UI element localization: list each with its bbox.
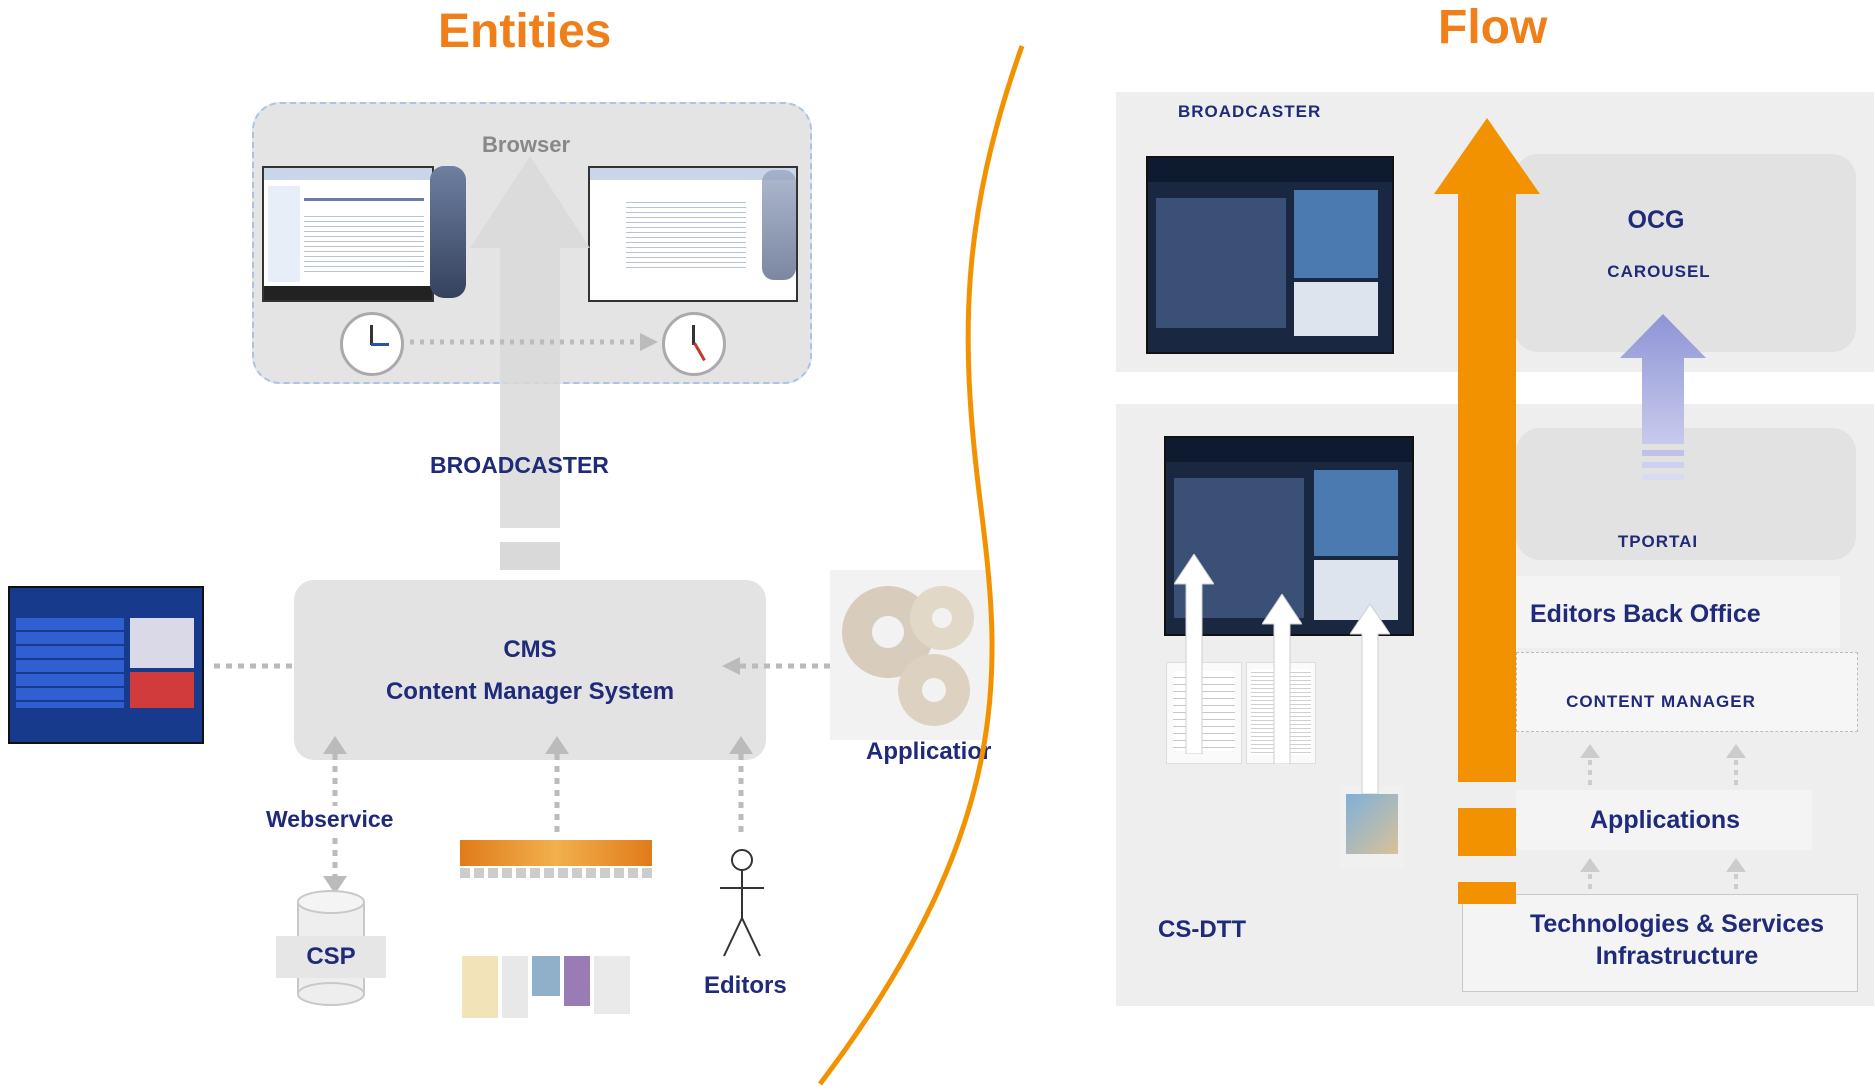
document-thumbnail xyxy=(1166,662,1242,764)
web-sources-arrow xyxy=(545,736,569,836)
person-icon xyxy=(720,849,764,957)
tech-services-line1: Technologies & Services xyxy=(1529,910,1825,938)
photo-thumbnail xyxy=(1340,786,1404,868)
tv-screen-thumbnail xyxy=(8,586,204,744)
carousel-label: CAROUSEL xyxy=(1607,262,1711,281)
gears-icon xyxy=(830,570,990,740)
purple-up-arrow xyxy=(1620,314,1706,480)
application-label: Applicatior xyxy=(866,738,992,765)
cms-full-label: Content Manager System xyxy=(385,678,675,705)
applications-label: Applications xyxy=(1590,806,1741,834)
broadcast-up-arrow xyxy=(470,156,590,604)
ocg-box xyxy=(1514,154,1856,352)
ocg-label: OCG xyxy=(1627,206,1685,234)
tech-services-line2: Infrastructure xyxy=(1595,942,1759,970)
tech-services-box xyxy=(1462,894,1858,992)
remote-control-right xyxy=(762,170,796,280)
tportal-box xyxy=(1516,428,1856,560)
applications-box xyxy=(1516,790,1812,850)
clock-dotted-arrow xyxy=(410,333,658,351)
clock-icon xyxy=(340,312,404,376)
orange-flow-arrow xyxy=(1434,118,1540,904)
csp-label: CSP xyxy=(276,936,386,978)
clock-icon xyxy=(662,312,726,376)
editors-back-office-label: Editors Back Office xyxy=(1530,600,1761,628)
editors-arrow xyxy=(729,736,753,836)
white-up-arrow xyxy=(1174,554,1214,754)
flow-broadcaster-label: BROADCASTER xyxy=(1178,102,1322,121)
csdtt-label: CS-DTT xyxy=(1158,916,1246,943)
cms-label: CMS xyxy=(503,636,557,663)
tportal-label: TPORTAI xyxy=(1617,532,1699,551)
remote-control-left xyxy=(430,166,466,298)
white-up-arrow xyxy=(1350,604,1390,794)
documents-collage xyxy=(462,956,632,1020)
webservice-label: Webservice xyxy=(264,806,396,833)
browser-label: Browser xyxy=(482,132,571,157)
content-manager-box xyxy=(1516,652,1858,732)
entities-title: Entities xyxy=(438,5,612,58)
separator-curve xyxy=(818,45,1025,1086)
dotted-up-arrow xyxy=(1580,858,1600,908)
editors-label: Editors xyxy=(704,972,787,999)
citizen-tv-screen-upper xyxy=(1146,156,1394,354)
flow-title: Flow xyxy=(1438,1,1548,54)
browser-screen-left xyxy=(262,166,434,302)
content-manager-label: CONTENT MANAGER xyxy=(1566,692,1756,711)
editors-back-office-box xyxy=(1516,576,1840,648)
broadcaster-label: BROADCASTER xyxy=(430,452,609,478)
white-up-arrow xyxy=(1262,594,1302,764)
website-banner-body xyxy=(460,868,652,878)
cms-box xyxy=(294,580,766,760)
website-banner xyxy=(460,840,652,866)
dotted-up-arrow xyxy=(1726,858,1746,908)
